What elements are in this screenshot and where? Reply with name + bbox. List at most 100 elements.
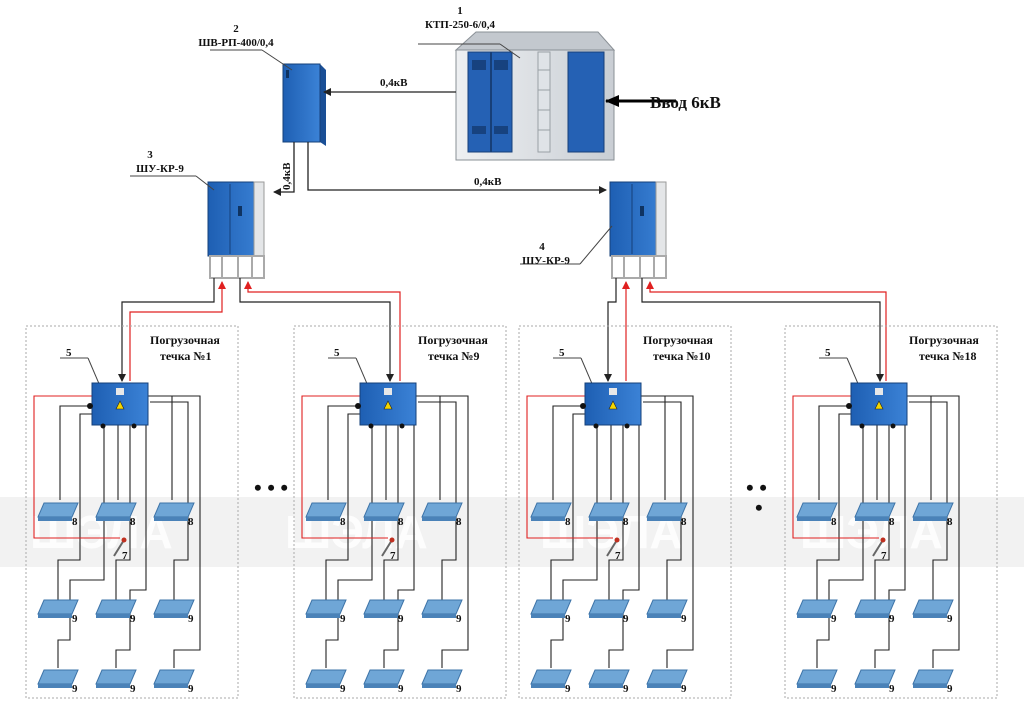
heating-pad-9-e-edge: [589, 684, 623, 688]
junction-box-window: [384, 388, 392, 395]
heating-pad-9-b-edge: [364, 614, 398, 618]
sensor-head: [880, 537, 886, 543]
substation-name: КТП-250-6/0,4: [425, 19, 496, 31]
heating-pad-9-c-edge: [422, 614, 456, 618]
switchboard-cabinet: [282, 63, 326, 146]
return-group1-to-cab3: [129, 281, 226, 381]
switchboard-number: 2: [233, 23, 239, 35]
heating-pad-9-a-plate: [305, 599, 347, 615]
wire: [552, 405, 589, 500]
heating-pad-9-d-plate: [37, 669, 79, 685]
heating-pad-9-d-label: 9: [72, 683, 78, 695]
wire: [418, 401, 457, 600]
substation-ktp: [454, 31, 616, 161]
heating-pad-8-a: 8: [796, 502, 838, 528]
loading-point-frame: [784, 325, 998, 699]
heating-pad-9-a-label: 9: [72, 613, 78, 625]
box-number: 5: [66, 347, 72, 359]
cable-gland-left: [846, 403, 852, 409]
junction-box-window: [875, 388, 883, 395]
cabinet-4-name: ШУ-КР-9: [522, 255, 570, 267]
heating-pad-9-a-edge: [38, 614, 72, 618]
heating-pad-9-b-plate: [588, 599, 630, 615]
heating-pad-8-c: 8: [646, 502, 688, 528]
cable-gland-bottom-1: [859, 423, 865, 429]
heating-pad-9-d-plate: [796, 669, 838, 685]
heating-pad-8-c-plate: [912, 502, 954, 518]
wire: [383, 410, 415, 668]
wire: [909, 395, 960, 668]
sensor-label: 7: [122, 550, 128, 562]
cable-gland-bottom-2: [399, 423, 405, 429]
point-title-line1: Погрузочная: [909, 333, 979, 347]
watermark-text-2: ШЭЛА: [285, 506, 428, 558]
cabinet-3-number: 3: [147, 149, 153, 161]
link-switch-to-cab4: [307, 142, 607, 194]
junction-box: [355, 382, 417, 429]
heating-pad-9-f-label: 9: [188, 683, 194, 695]
sensor-probe: [381, 539, 393, 557]
heating-pad-9-e-plate: [95, 669, 137, 685]
heating-pad-8-c-edge: [154, 517, 188, 521]
wire: [909, 401, 948, 600]
heating-pad-9-f-plate: [646, 669, 688, 685]
heating-pad-8-c-edge: [913, 517, 947, 521]
heating-pad-9-b: 9: [363, 599, 405, 625]
heating-pad-8-a-plate: [305, 502, 347, 518]
hazard-icon: [874, 400, 884, 410]
heating-pad-9-f-plate: [912, 669, 954, 685]
heating-pad-9-f-edge: [913, 684, 947, 688]
junction-box-window: [609, 388, 617, 395]
heating-pad-9-c: 9: [646, 599, 688, 625]
heating-pad-8-b: 8: [854, 502, 896, 528]
cable-gland-bottom-1: [100, 423, 106, 429]
sensor-head: [389, 537, 395, 543]
heating-pad-9-d-edge: [38, 684, 72, 688]
wire: [383, 424, 399, 600]
heating-pad-8-c-label: 8: [681, 516, 687, 528]
sensor-probe: [113, 539, 125, 557]
heating-pad-8-b-plate: [95, 502, 137, 518]
heating-pad-9-b: 9: [588, 599, 630, 625]
heating-pad-9-e: 9: [95, 669, 137, 695]
substation-door-right: [567, 51, 605, 153]
heating-pad-8-a-label: 8: [565, 516, 571, 528]
junction-box: [846, 382, 908, 429]
sensor-label: 7: [390, 550, 396, 562]
wire: [115, 424, 131, 600]
return-group2-to-cab3: [244, 281, 401, 381]
heating-pad-9-d-edge: [797, 684, 831, 688]
heating-pad-8-c-plate: [153, 502, 195, 518]
junction-box: [580, 382, 642, 429]
heating-pad-9-d: 9: [796, 669, 838, 695]
heating-pad-9-e-edge: [96, 684, 130, 688]
ellipsis-right-lower: •: [755, 495, 763, 520]
wire: [59, 405, 96, 500]
heating-pad-8-b: 8: [95, 502, 137, 528]
heating-pad-9-f-plate: [153, 669, 195, 685]
switchboard-name: ШВ-РП-400/0,4: [198, 37, 274, 49]
box-label-leader: [580, 357, 594, 387]
link-switch-to-cab3-label: 0,4кВ: [281, 162, 293, 190]
heating-pad-8-a-edge: [531, 517, 565, 521]
heating-pad-8-a-edge: [797, 517, 831, 521]
point-title-line2: течка №9: [428, 349, 479, 363]
heating-pad-9-d-label: 9: [831, 683, 837, 695]
wire: [874, 424, 890, 600]
hazard-icon: [115, 400, 125, 410]
heating-pad-9-f-edge: [422, 684, 456, 688]
control-cabinet-4: [609, 181, 667, 279]
heating-pad-8-b-label: 8: [623, 516, 629, 528]
heating-pad-8-a-plate: [37, 502, 79, 518]
loading-point-frame: [518, 325, 732, 699]
heating-pad-9-a-plate: [796, 599, 838, 615]
wire: [526, 395, 613, 539]
heating-pad-9-c-plate: [646, 599, 688, 615]
box-label-leader: [355, 357, 369, 387]
heating-pad-9-a-edge: [797, 614, 831, 618]
heating-pad-8-b-label: 8: [398, 516, 404, 528]
heating-pad-9-b-label: 9: [623, 613, 629, 625]
